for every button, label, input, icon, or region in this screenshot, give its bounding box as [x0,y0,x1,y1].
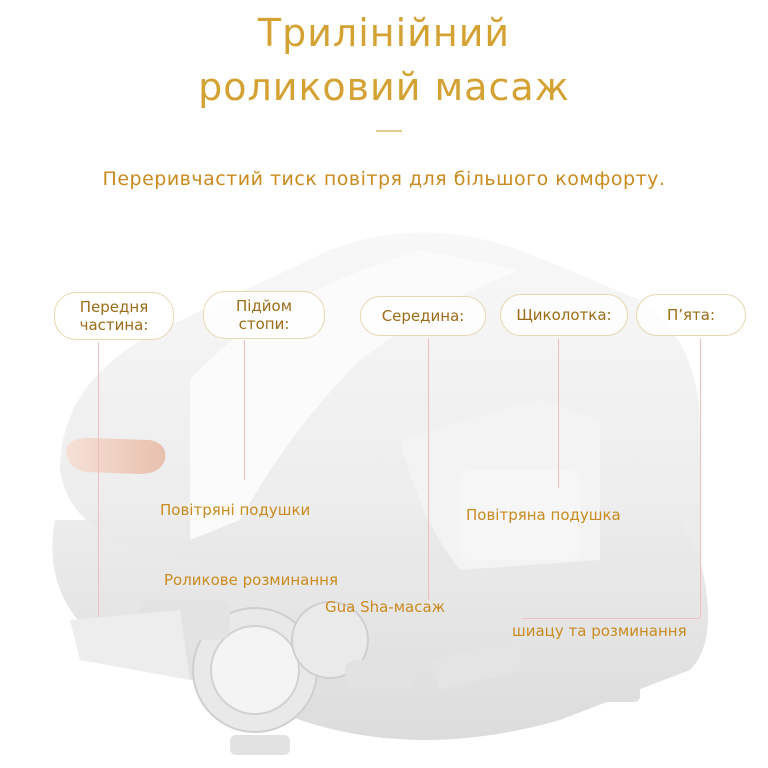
label-airbag: Повітряна подушка [466,506,621,524]
callout-forefoot: Передня частина: [54,292,174,340]
callout-instep-label: Підйом стопи: [235,297,293,333]
callout-ankle: Щиколотка: [500,294,628,336]
page-title-line-2: роликовий масаж [198,65,570,109]
callout-line-ankle [558,338,559,488]
label-shiatsu: шиацу та розминання [512,622,687,640]
page-title-line-1: Трилінійний [257,11,511,55]
callout-forefoot-label: Передня частина: [79,298,149,334]
title-divider [376,130,402,132]
callout-middle: Середина: [360,296,486,336]
callout-line-forefoot [98,342,99,617]
callout-heel: П’ята: [636,294,746,336]
page-subtitle: Переривчастий тиск повітря для більшого … [102,168,666,190]
callout-middle-label: Середина: [381,307,465,325]
callout-line-heel [700,338,701,618]
callout-ankle-label: Щиколотка: [516,306,612,324]
callout-line-middle [428,338,429,600]
label-airbags: Повітряні подушки [160,501,311,519]
callout-heel-label: П’ята: [666,306,716,324]
label-gua-sha: Gua Sha-масаж [325,598,446,616]
callout-hline-heel [522,618,700,619]
label-roller-kneading: Роликове розминання [164,571,339,589]
callout-instep: Підйом стопи: [203,291,325,339]
callout-line-instep [244,340,245,480]
